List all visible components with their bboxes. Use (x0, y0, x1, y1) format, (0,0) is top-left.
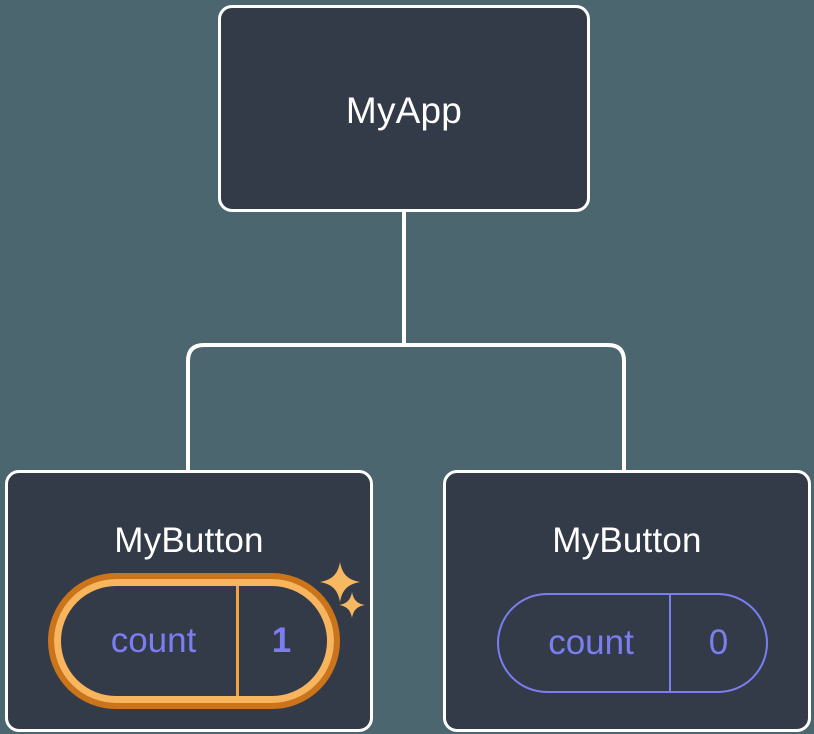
component-node-root-title: MyApp (345, 90, 463, 131)
state-pill-highlighted[interactable]: count 1 (48, 573, 340, 709)
component-node-child-2-title: MyButton (552, 521, 702, 560)
component-node-root[interactable]: MyApp (218, 5, 590, 212)
state-pill-plain[interactable]: count 0 (497, 593, 768, 693)
component-node-child-1[interactable]: MyButton count 1 (5, 470, 373, 732)
state-pill-key-1: count (61, 586, 239, 696)
connector-branch-bar (186, 343, 626, 470)
state-pill-inner-ring (54, 579, 334, 703)
state-pill-value-1: 1 (271, 621, 292, 660)
component-node-child-1-title: MyButton (114, 521, 264, 560)
state-pill-outer-ring (48, 573, 340, 709)
state-pill-value-2: 0 (708, 623, 729, 662)
state-pill-key-2: count (499, 595, 671, 691)
component-node-child-2[interactable]: MyButton count 0 (443, 470, 811, 732)
